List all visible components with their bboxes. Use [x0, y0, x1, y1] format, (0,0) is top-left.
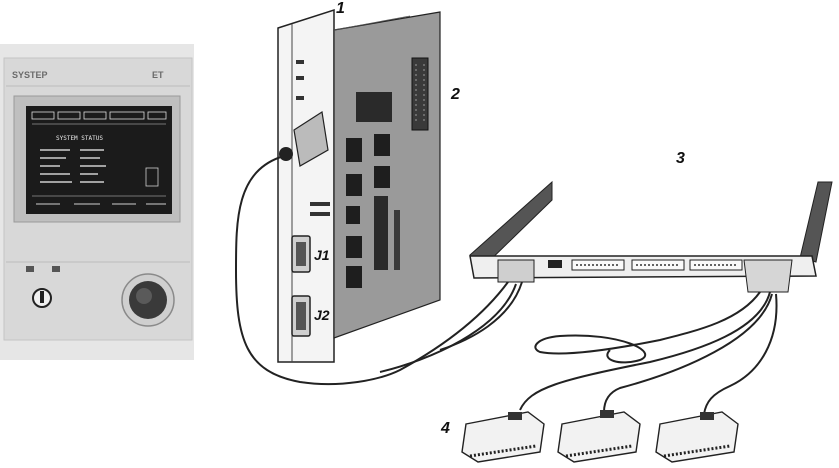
callout-2: 2: [450, 86, 460, 103]
panel-brand-label: SYSTEP: [12, 70, 48, 80]
controller-board: J1 J2: [277, 8, 441, 363]
panel-display-content: SYSTEM STATUS: [31, 111, 167, 205]
panel-screen-heading: SYSTEM STATUS: [56, 135, 103, 142]
emergency-stop-button[interactable]: [121, 273, 175, 327]
terminal-modules: [461, 410, 739, 463]
adapter-module: [411, 57, 429, 131]
key-switch-icon[interactable]: [32, 288, 52, 308]
panel-model-label: ET: [152, 70, 164, 80]
connector-j2: [291, 295, 311, 337]
terminal-module-3: [655, 411, 739, 463]
callout-1: 1: [336, 0, 345, 17]
cables: [234, 155, 778, 415]
connector-j2-label: J2: [314, 307, 330, 323]
callout-4: 4: [440, 420, 450, 437]
panel-display-screen: [26, 106, 172, 214]
terminal-module-2: [557, 410, 641, 463]
terminal-module-1: [461, 411, 545, 463]
connector-j1-label: J1: [314, 247, 330, 263]
operator-panel: SYSTEP ET SYSTEM STATUS: [0, 44, 194, 360]
callout-3: 3: [676, 150, 685, 167]
connector-j1: [291, 235, 311, 273]
interface-board: [469, 180, 833, 293]
